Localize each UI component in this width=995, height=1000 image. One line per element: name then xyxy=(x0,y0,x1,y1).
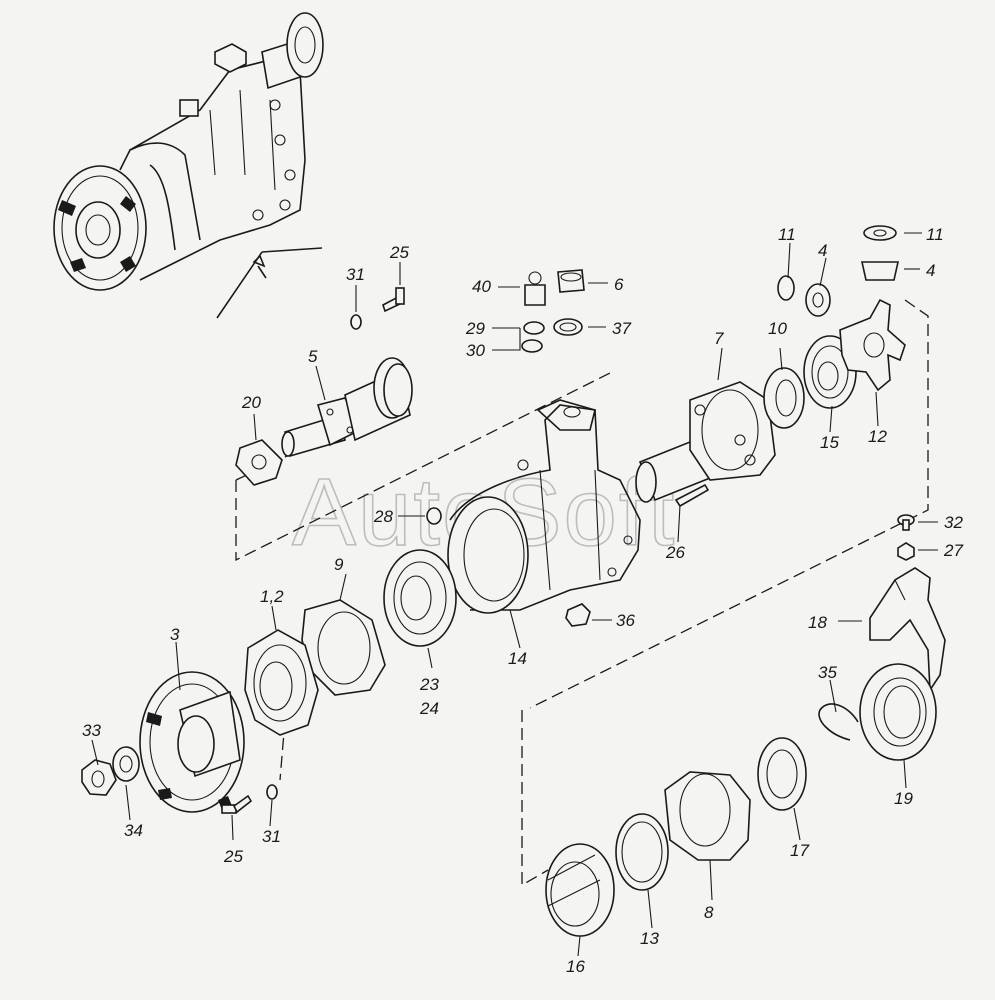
label-11-a: 11 xyxy=(778,225,796,244)
label-33: 33 xyxy=(82,721,101,740)
label-36: 36 xyxy=(616,611,635,630)
label-19: 19 xyxy=(894,789,913,808)
label-11-b: 11 xyxy=(926,225,944,244)
part-31-spring-washer-upper xyxy=(350,314,362,330)
label-40: 40 xyxy=(472,277,491,296)
part-12-spider-cross xyxy=(839,298,906,392)
part-37-washer xyxy=(553,318,583,336)
part-35-snap-ring xyxy=(818,703,859,741)
label-5: 5 xyxy=(308,347,318,366)
assembled-transfer-unit xyxy=(53,12,324,319)
part-27-nut xyxy=(897,542,915,561)
part-19-sliding-sleeve xyxy=(859,663,937,761)
label-3: 3 xyxy=(170,625,180,644)
label-15: 15 xyxy=(820,433,839,452)
label-6: 6 xyxy=(614,275,624,294)
label-4-a: 4 xyxy=(818,241,827,260)
label-37: 37 xyxy=(612,319,631,338)
part-4-pinion-b xyxy=(861,261,899,281)
label-13: 13 xyxy=(640,929,659,948)
part-28-plug xyxy=(426,507,442,525)
part-8-carrier xyxy=(664,771,751,861)
label-34: 34 xyxy=(124,821,143,840)
label-1-2: 1,2 xyxy=(260,587,284,606)
label-7: 7 xyxy=(714,329,724,348)
label-25-upper: 25 xyxy=(389,243,409,262)
label-35: 35 xyxy=(818,663,837,682)
part-11-washer-b xyxy=(863,225,897,241)
part-3-flange xyxy=(139,671,245,813)
part-40-sensor xyxy=(524,271,546,306)
label-24: 24 xyxy=(419,699,439,718)
label-18: 18 xyxy=(808,613,827,632)
part-26-bolt xyxy=(674,483,710,508)
part-33-nut xyxy=(81,759,117,796)
label-17: 17 xyxy=(790,841,809,860)
label-20: 20 xyxy=(241,393,261,412)
part-25-bolt-upper xyxy=(382,287,405,313)
label-12: 12 xyxy=(868,427,887,446)
label-31-upper: 31 xyxy=(346,265,365,284)
label-29: 29 xyxy=(465,319,485,338)
label-31-lower: 31 xyxy=(262,827,281,846)
label-27: 27 xyxy=(943,541,963,560)
part-29-30-washers xyxy=(521,321,545,353)
part-31-spring-washer-lower xyxy=(266,784,278,800)
label-4-b: 4 xyxy=(926,261,935,280)
part-34-washer xyxy=(112,746,140,782)
part-5-input-shaft xyxy=(281,357,413,458)
part-36-drain-plug xyxy=(565,603,591,627)
part-17-gear xyxy=(757,737,807,811)
leader-lines xyxy=(91,232,938,957)
part-25-bolt-lower xyxy=(221,794,253,814)
label-14: 14 xyxy=(508,649,527,668)
part-20-gasket xyxy=(235,439,283,486)
label-32: 32 xyxy=(944,513,963,532)
part-4-pinion-a xyxy=(805,283,831,317)
label-9: 9 xyxy=(334,555,344,574)
part-32-bolt xyxy=(897,514,915,531)
part-23-24-bearing xyxy=(383,549,457,647)
part-13-ring xyxy=(615,813,669,891)
label-28: 28 xyxy=(373,507,393,526)
label-23: 23 xyxy=(419,675,439,694)
label-8: 8 xyxy=(704,903,714,922)
label-26: 26 xyxy=(665,543,685,562)
part-7-differential-housing xyxy=(635,381,776,503)
label-16: 16 xyxy=(566,957,585,976)
part-18-shift-fork xyxy=(869,567,946,693)
part-10-thrust-washer xyxy=(763,367,805,429)
part-1-2-bearing-cover xyxy=(244,629,319,736)
label-10: 10 xyxy=(768,319,787,338)
label-30: 30 xyxy=(466,341,485,360)
part-labels: 25 31 5 20 28 9 1,2 3 33 34 25 31 23 24 … xyxy=(82,225,963,976)
part-11-washer-a xyxy=(777,275,795,301)
part-6-filler-plug xyxy=(557,269,585,293)
part-16-gear xyxy=(545,843,615,937)
part-14-housing xyxy=(447,399,641,614)
label-25-lower: 25 xyxy=(223,847,243,866)
